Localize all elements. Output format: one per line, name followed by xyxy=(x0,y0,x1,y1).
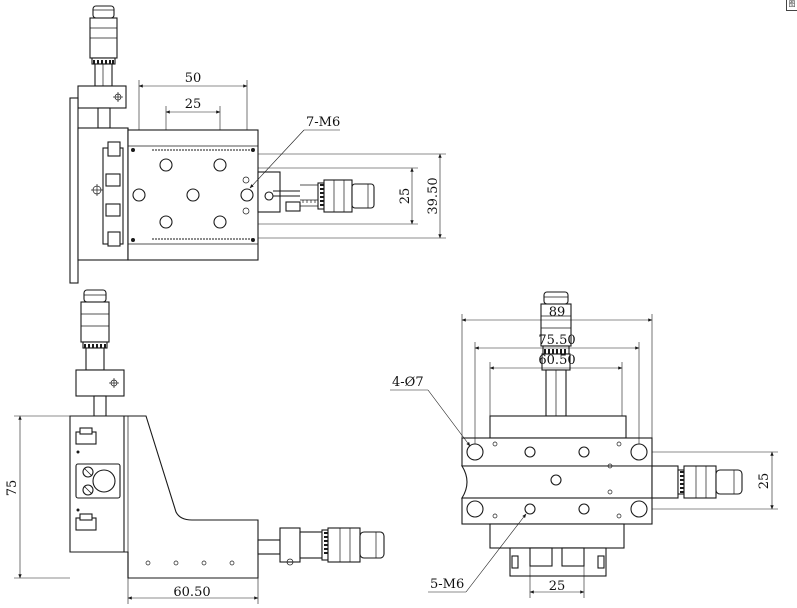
top-view-micrometer xyxy=(89,5,118,87)
front-view-dimensions xyxy=(390,314,778,598)
top-view: 50 25 7-M6 25 39.50 xyxy=(69,5,446,284)
front-view-micrometer xyxy=(540,291,572,417)
dim-front-inner: 60.50 xyxy=(538,353,575,368)
front-view: 89 75.50 60.50 4-Ø7 25 5-M6 25 xyxy=(390,291,778,598)
top-view-backing-plate xyxy=(69,97,79,284)
dim-top-width-outer: 50 xyxy=(185,71,202,86)
front-view-slide-block xyxy=(461,465,653,499)
dim-top-width-inner: 25 xyxy=(185,97,202,112)
dim-side-base: 60.50 xyxy=(173,585,210,600)
dim-front-bottom: 25 xyxy=(549,579,566,594)
front-view-upper-plate xyxy=(461,437,653,467)
dim-side-height: 75 xyxy=(5,480,20,497)
front-view-side-micrometer xyxy=(651,465,743,499)
side-view-micrometer xyxy=(80,289,110,371)
callout-top-holes: 7-M6 xyxy=(306,115,340,130)
corner-glyph: 图 xyxy=(786,0,797,11)
callout-front-thread-holes: 5-M6 xyxy=(430,577,464,592)
dim-front-mid: 75.50 xyxy=(538,333,575,348)
top-view-side-micrometer xyxy=(257,171,375,213)
dim-front-right: 25 xyxy=(757,473,772,490)
side-view-dimensions xyxy=(14,415,259,604)
front-view-lower-plate xyxy=(461,497,653,525)
top-view-table xyxy=(127,129,259,261)
front-view-bottom-block xyxy=(509,547,607,577)
front-view-base xyxy=(489,523,625,549)
front-view-bracket xyxy=(489,415,627,439)
top-view-dimensions xyxy=(138,80,446,239)
side-view-side-micrometer xyxy=(257,527,385,566)
side-view: 75 60.50 xyxy=(5,289,385,604)
top-view-m6-holes xyxy=(132,158,254,229)
dim-top-height-outer: 39.50 xyxy=(426,177,441,214)
callout-front-through-holes: 4-Ø7 xyxy=(392,375,424,390)
dim-front-overall: 89 xyxy=(549,305,566,320)
dim-top-height-inner: 25 xyxy=(398,188,413,205)
